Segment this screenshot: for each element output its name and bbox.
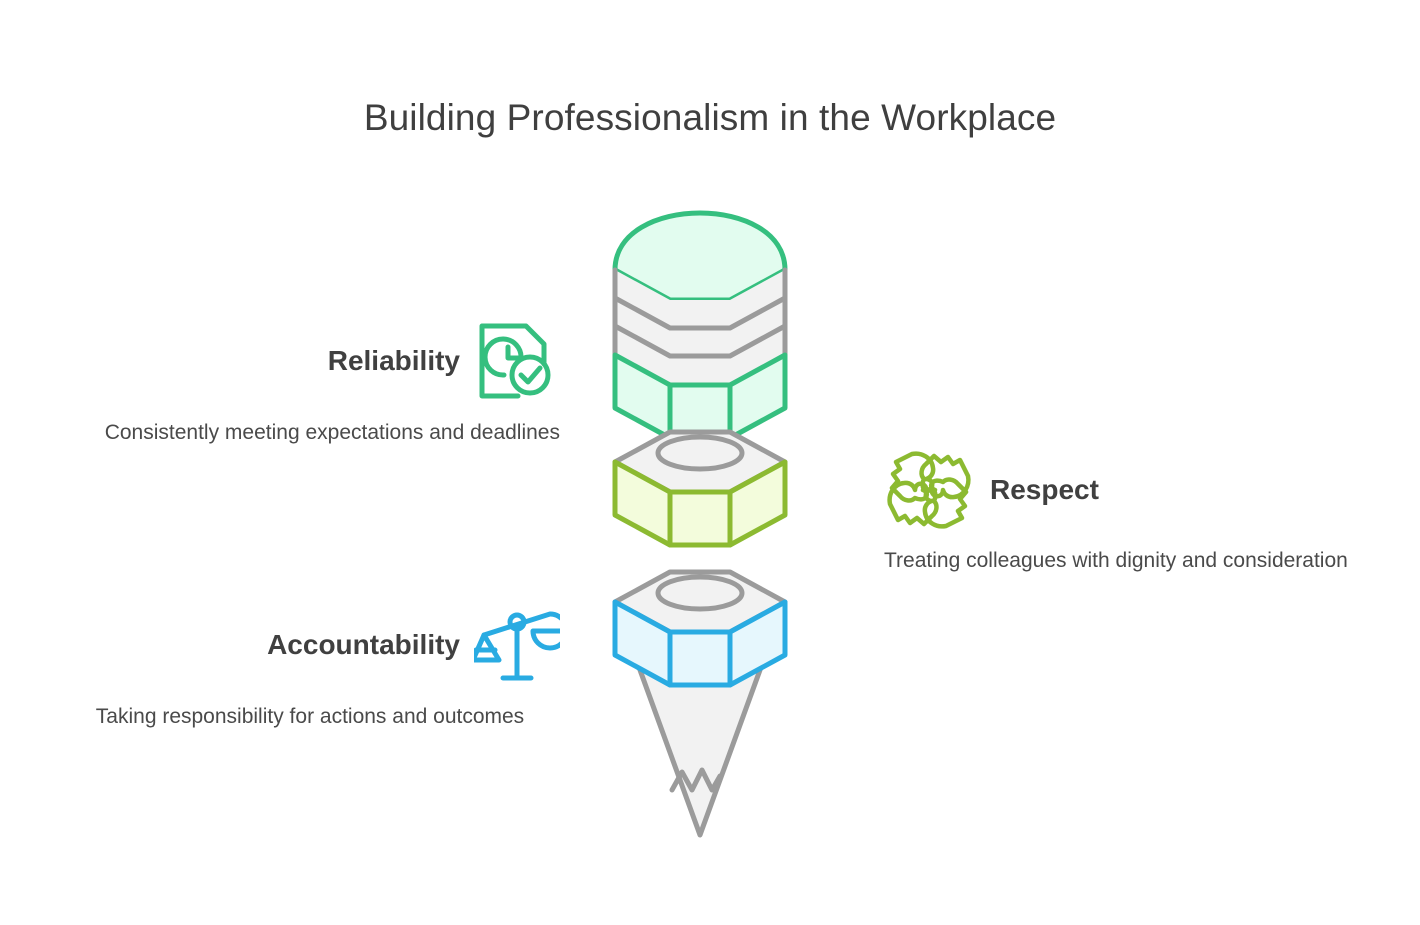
pencil-segment-middle-barrel (612, 429, 788, 548)
pencil-core-hole-lower (655, 574, 745, 612)
pencil-segment-lower-barrel (612, 569, 788, 688)
concept-title-accountability: Accountability (267, 628, 460, 660)
pencil-core-hole (655, 434, 745, 472)
concept-header: Reliability (40, 318, 560, 404)
concept-title-respect: Respect (990, 473, 1099, 505)
concept-description-reliability: Consistently meeting expectations and de… (104, 421, 560, 444)
document-clock-check-icon (474, 318, 560, 404)
pencil-diagram (560, 170, 900, 860)
four-hands-teamwork-icon (884, 448, 976, 532)
page-title: Building Professionalism in the Workplac… (363, 97, 1057, 138)
concept-description-respect: Treating colleagues with dignity and con… (884, 549, 1348, 572)
concept-block-reliability: Reliability Consistently meeting expecta… (40, 318, 560, 448)
concept-description-accountability: Taking responsibility for actions and ou… (95, 705, 525, 728)
concept-block-accountability: Accountability (60, 602, 570, 732)
concept-block-respect: Respect Treating colleagues with dignity… (884, 448, 1384, 576)
pencil-segment-eraser-cap (612, 210, 788, 441)
balance-scale-icon (470, 602, 570, 688)
concept-header: Respect (884, 448, 1384, 532)
concept-header: Accountability (60, 602, 570, 688)
concept-title-reliability: Reliability (327, 344, 460, 376)
